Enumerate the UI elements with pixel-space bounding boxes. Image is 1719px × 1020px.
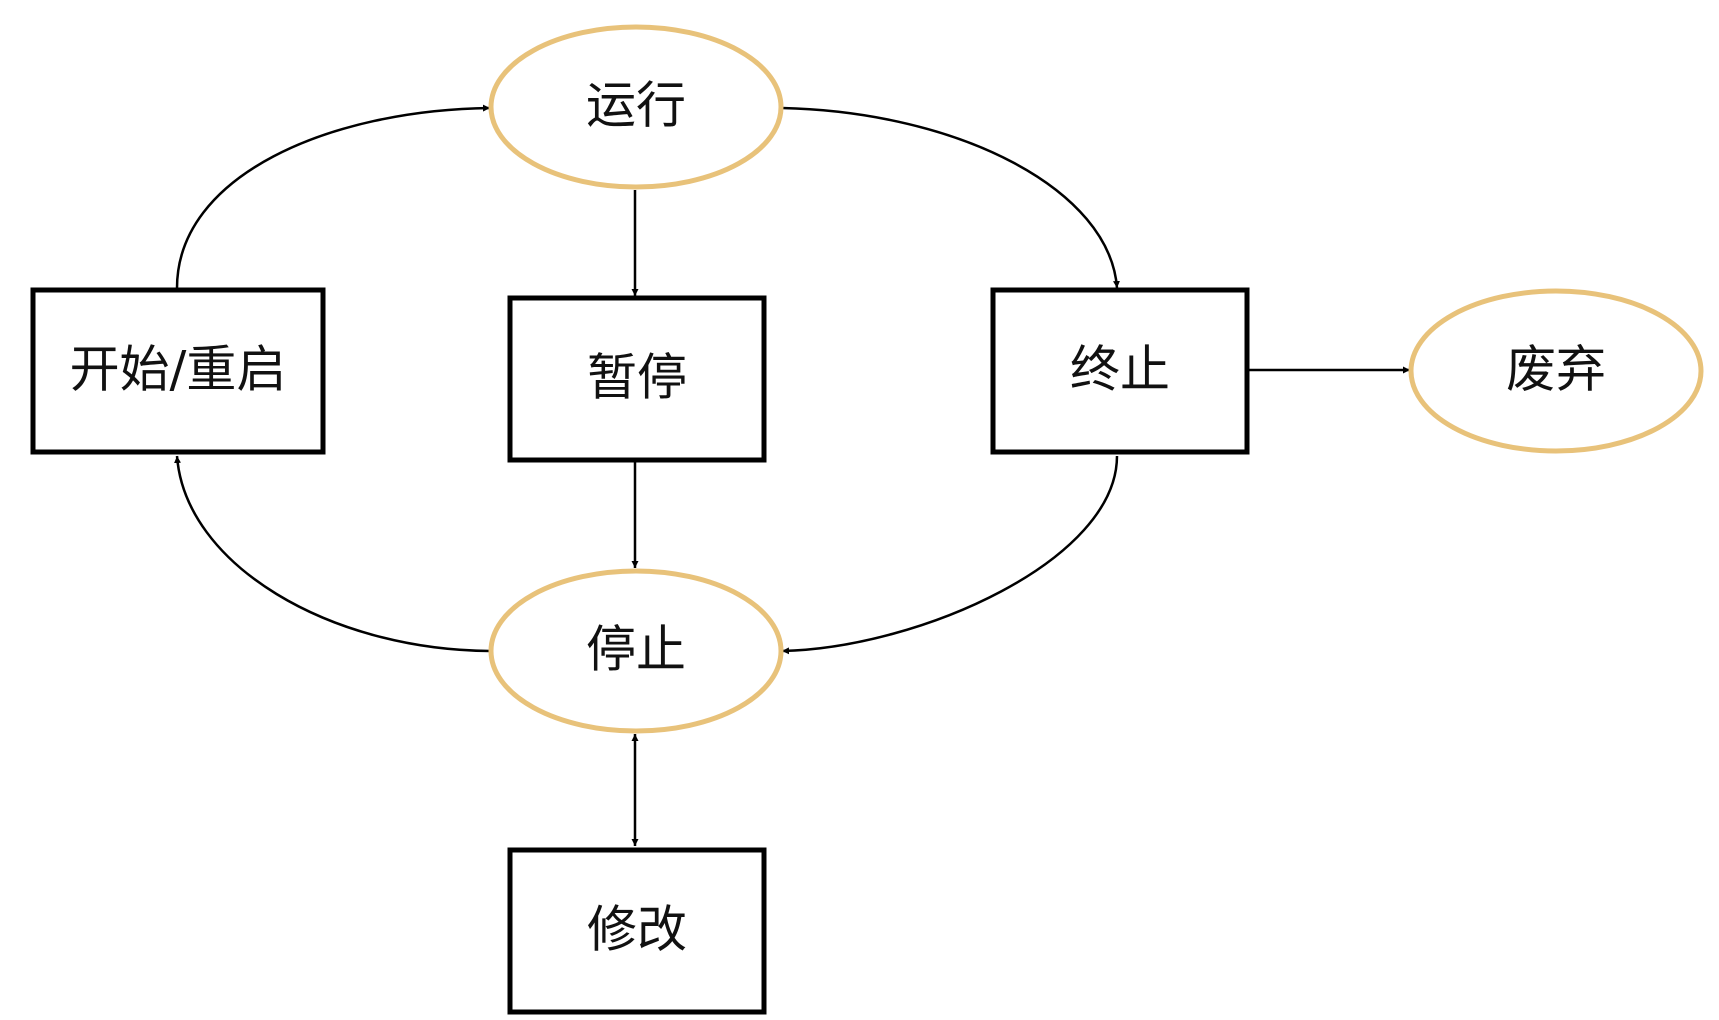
node-discard: 废弃 [1408,288,1704,454]
node-discard-label: 废弃 [1506,341,1606,399]
node-terminate: 终止 [990,287,1250,455]
node-pause: 暂停 [507,295,767,463]
node-run-label: 运行 [586,77,686,135]
node-modify: 修改 [507,847,767,1015]
node-stop-label: 停止 [586,621,686,679]
node-modify-label: 修改 [587,901,687,959]
node-terminate-label: 终止 [1070,341,1170,399]
edge-terminate-to-stop [781,455,1119,655]
edge-stop-to-start [174,455,491,653]
node-run: 运行 [488,24,784,190]
node-stop: 停止 [488,568,784,734]
edge-start-to-run [175,104,491,289]
node-pause-label: 暂停 [587,349,687,407]
node-start-restart: 开始/重启 [30,287,326,455]
node-start-restart-label: 开始/重启 [70,341,287,399]
edge-run-to-terminate [781,106,1120,289]
